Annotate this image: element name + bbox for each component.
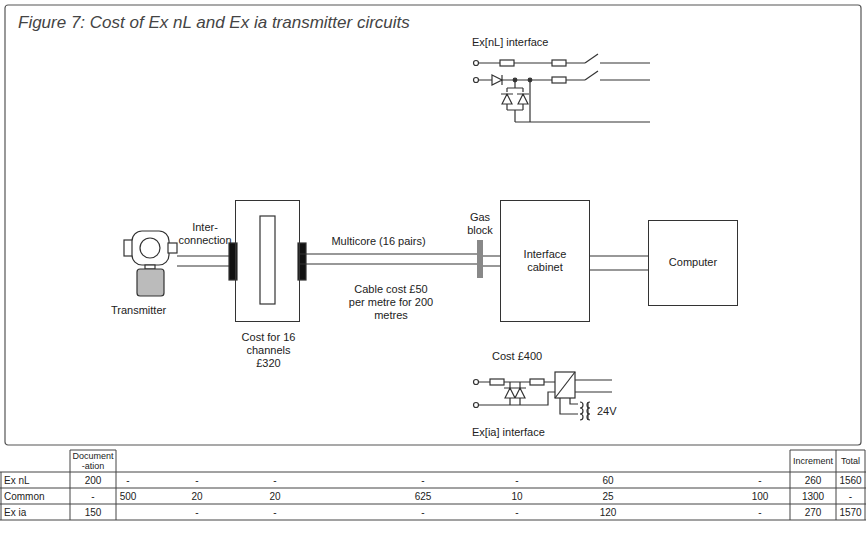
table-header: Document -ation xyxy=(70,451,116,472)
junction-dot xyxy=(528,78,532,82)
diode-symbol xyxy=(492,75,502,85)
resistor-symbol xyxy=(500,60,514,66)
transmitter-body xyxy=(137,269,164,296)
switch-symbol xyxy=(585,71,598,80)
terminal-rail xyxy=(260,216,275,304)
terminal xyxy=(474,78,479,83)
cable-connector xyxy=(483,256,500,266)
table-cell: Ex ia xyxy=(4,506,68,520)
interface-label: Ex[ia] interface xyxy=(472,426,545,439)
wire xyxy=(575,380,612,392)
zener-diode-symbol xyxy=(504,388,526,398)
resistor-symbol xyxy=(552,77,566,83)
cable-connector xyxy=(300,254,477,264)
table-cell: Ex nL xyxy=(4,474,68,488)
box-label: Interface cabinet xyxy=(506,248,584,274)
table-cell: - xyxy=(70,490,116,504)
wire xyxy=(507,80,650,122)
table-header: Total xyxy=(836,451,865,472)
cable-label: Inter- connection xyxy=(174,221,236,247)
wire xyxy=(479,62,651,63)
wire xyxy=(529,80,530,122)
transmitter-housing xyxy=(132,231,169,265)
resistor-symbol xyxy=(490,379,504,385)
table-cell: 60 xyxy=(588,474,628,488)
table-cell: 625 xyxy=(403,490,443,504)
interconnection-wire xyxy=(177,265,230,266)
table-rule xyxy=(0,450,866,520)
table-cell: - xyxy=(502,506,532,520)
table-cell: - xyxy=(745,506,775,520)
table-cell: - xyxy=(113,474,143,488)
table-cell: - xyxy=(403,474,443,488)
table-cell: 270 xyxy=(790,506,836,520)
table-cell: - xyxy=(182,474,212,488)
cost-note: Cost £400 xyxy=(492,350,542,363)
transmitter-gland xyxy=(168,243,177,253)
cost-note: Cable cost £50 per metre for 200 metres xyxy=(345,283,437,323)
transformer-coil xyxy=(580,402,583,420)
isolator-symbol xyxy=(555,372,575,398)
table-cell: 150 xyxy=(70,506,116,520)
table-cell: 200 xyxy=(70,474,116,488)
interface-label: Ex[nL] interface xyxy=(472,36,548,49)
table-header: Increment xyxy=(790,451,836,472)
terminal xyxy=(474,61,479,66)
table-cell: - xyxy=(182,506,212,520)
table-cell: 120 xyxy=(588,506,628,520)
gas-block: Gas block xyxy=(477,240,483,278)
switch-symbol xyxy=(585,54,598,63)
interconnection-wire xyxy=(177,255,230,256)
table-cell: Common xyxy=(4,490,68,504)
table-cell: - xyxy=(260,474,290,488)
supply-label: 24V xyxy=(597,405,617,418)
figure-title: Figure 7: Cost of Ex nL and Ex ia transm… xyxy=(18,13,410,33)
table-cell: 100 xyxy=(745,490,775,504)
wire xyxy=(560,398,578,414)
exnl-schematic xyxy=(474,54,651,122)
resistor-symbol xyxy=(552,60,566,66)
box-label: Computer xyxy=(654,256,732,269)
device-label: Transmitter xyxy=(111,304,166,317)
interface-cabinet: Interface cabinet xyxy=(500,200,590,322)
resistor-symbol xyxy=(530,379,544,385)
box-caption: Gas block xyxy=(462,211,498,237)
table-cell: 1560 xyxy=(836,474,865,488)
transmitter-face xyxy=(140,238,160,258)
table-cell: 20 xyxy=(182,490,212,504)
transformer-coil xyxy=(587,402,590,420)
exia-schematic xyxy=(474,372,613,420)
cable-connector xyxy=(590,256,648,270)
computer-box: Computer xyxy=(648,220,738,306)
table-cell: - xyxy=(403,506,443,520)
junction-box: Cost for 16 channels £320 xyxy=(235,200,300,322)
figure-frame xyxy=(5,5,861,445)
table-cell: 1570 xyxy=(836,506,865,520)
table-cell: 25 xyxy=(588,490,628,504)
table-cell: - xyxy=(745,474,775,488)
table-cell: 10 xyxy=(502,490,532,504)
table-cell: 260 xyxy=(790,474,836,488)
zener-diode-symbol xyxy=(501,94,529,104)
terminal xyxy=(474,380,479,385)
wire xyxy=(479,79,651,80)
table-cell: 20 xyxy=(260,490,290,504)
box-caption: Cost for 16 channels £320 xyxy=(236,331,302,371)
table-cell: - xyxy=(260,506,290,520)
table-rule xyxy=(1,450,865,520)
table-cell: 1300 xyxy=(790,490,836,504)
table-cell: - xyxy=(836,490,865,504)
cable-label: Multicore (16 pairs) xyxy=(331,235,425,248)
terminal xyxy=(474,403,479,408)
cost-table-grid xyxy=(0,450,866,520)
table-cell: - xyxy=(502,474,532,488)
table-cell: 500 xyxy=(113,490,143,504)
isolator-symbol xyxy=(555,372,575,398)
